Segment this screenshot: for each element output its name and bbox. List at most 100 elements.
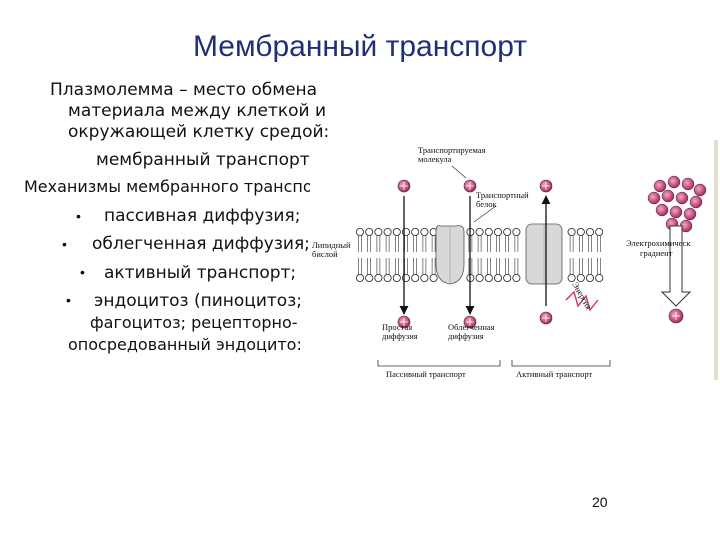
phospholipid-head xyxy=(485,274,492,281)
label-electrochemical-gradient: Электрохимическ xyxy=(626,238,691,248)
molecule-icon xyxy=(398,180,410,192)
phospholipid-tail xyxy=(589,236,592,252)
phospholipid-head xyxy=(384,228,391,235)
phospholipid-tail xyxy=(579,236,582,252)
phospholipid-tail xyxy=(377,236,380,252)
phospholipid-tail xyxy=(423,236,426,252)
phospholipid-tail xyxy=(405,258,408,274)
phospholipid-head xyxy=(375,228,382,235)
phospholipid-head xyxy=(513,228,520,235)
molecule-cluster xyxy=(648,176,706,232)
lipid-bilayer xyxy=(356,228,602,281)
phospholipid-tail xyxy=(368,258,371,274)
phospholipid-tail xyxy=(377,258,380,274)
molecule-icon xyxy=(669,309,683,323)
phospholipid-tail xyxy=(570,236,573,252)
phospholipid-tail xyxy=(589,258,592,274)
phospholipid-tail xyxy=(395,258,398,274)
phospholipid-tail xyxy=(506,258,509,274)
label-lipid-bilayer-2: бислой xyxy=(312,249,338,259)
phospholipid-tail xyxy=(478,236,481,252)
phospholipid-head xyxy=(586,228,593,235)
phospholipid-head xyxy=(494,228,501,235)
passive-bracket xyxy=(378,360,500,366)
phospholipid-head xyxy=(476,228,483,235)
phospholipid-tail xyxy=(414,236,417,252)
phospholipid-head xyxy=(577,228,584,235)
phospholipid-tail xyxy=(598,258,601,274)
phospholipid-head xyxy=(430,274,437,281)
molecule-icon xyxy=(694,184,706,196)
phospholipid-tail xyxy=(423,258,426,274)
phospholipid-tail xyxy=(579,258,582,274)
molecule-icon xyxy=(690,196,702,208)
phospholipid-head xyxy=(356,228,363,235)
phospholipid-head xyxy=(421,274,428,281)
label-facilitated-diffusion-2: диффузия xyxy=(448,331,484,341)
page-number: 20 xyxy=(592,494,608,510)
phospholipid-tail xyxy=(497,236,500,252)
phospholipid-head xyxy=(485,228,492,235)
phospholipid-tail xyxy=(405,236,408,252)
molecule-icon xyxy=(684,208,696,220)
phospholipid-tail xyxy=(497,258,500,274)
phospholipid-tail xyxy=(515,258,518,274)
molecule-icon xyxy=(676,192,688,204)
phospholipid-tail xyxy=(570,258,573,274)
molecule-icon xyxy=(682,178,694,190)
phospholipid-tail xyxy=(506,236,509,252)
label-transported-molecule-2: молекула xyxy=(418,154,452,164)
phospholipid-tail xyxy=(515,236,518,252)
phospholipid-head xyxy=(412,228,419,235)
phospholipid-head xyxy=(366,274,373,281)
molecule-icon xyxy=(540,180,552,192)
phospholipid-tail xyxy=(395,236,398,252)
molecule-icon xyxy=(648,192,660,204)
phospholipid-head xyxy=(421,228,428,235)
phospholipid-head xyxy=(375,274,382,281)
phospholipid-tail xyxy=(359,258,362,274)
label-energy: Энергия xyxy=(570,280,594,311)
phospholipid-tail xyxy=(598,236,601,252)
phospholipid-tail xyxy=(368,236,371,252)
phospholipid-head xyxy=(366,228,373,235)
phospholipid-head xyxy=(393,274,400,281)
phospholipid-head xyxy=(412,274,419,281)
phospholipid-head xyxy=(596,274,603,281)
phospholipid-head xyxy=(476,274,483,281)
phospholipid-tail xyxy=(487,258,490,274)
phospholipid-head xyxy=(356,274,363,281)
phospholipid-tail xyxy=(432,236,435,252)
phospholipid-head xyxy=(504,228,511,235)
phospholipid-head xyxy=(596,228,603,235)
label-passive-transport: Пассивный транспорт xyxy=(386,369,466,379)
phospholipid-head xyxy=(513,274,520,281)
phospholipid-head xyxy=(393,228,400,235)
phospholipid-tail xyxy=(432,258,435,274)
label-simple-diffusion-2: диффузия xyxy=(382,331,418,341)
phospholipid-head xyxy=(568,228,575,235)
molecule-icon xyxy=(662,190,674,202)
phospholipid-tail xyxy=(478,258,481,274)
transport-protein xyxy=(436,226,464,284)
phospholipid-head xyxy=(586,274,593,281)
molecule-icon xyxy=(654,180,666,192)
molecule-icon xyxy=(656,204,668,216)
page-edge xyxy=(714,140,718,380)
active-transport-protein xyxy=(526,224,562,284)
molecule-icon xyxy=(668,176,680,188)
phospholipid-tail xyxy=(386,258,389,274)
phospholipid-tail xyxy=(386,236,389,252)
label-electrochemical-gradient-2: градиент xyxy=(640,248,673,258)
phospholipid-head xyxy=(504,274,511,281)
phospholipid-head xyxy=(494,274,501,281)
molecule-icon xyxy=(670,206,682,218)
phospholipid-tail xyxy=(487,236,490,252)
label-active-transport: Активный транспорт xyxy=(516,369,592,379)
pointer-line xyxy=(452,166,466,178)
phospholipid-tail xyxy=(359,236,362,252)
phospholipid-head xyxy=(384,274,391,281)
molecule-icon xyxy=(464,180,476,192)
phospholipid-tail xyxy=(414,258,417,274)
